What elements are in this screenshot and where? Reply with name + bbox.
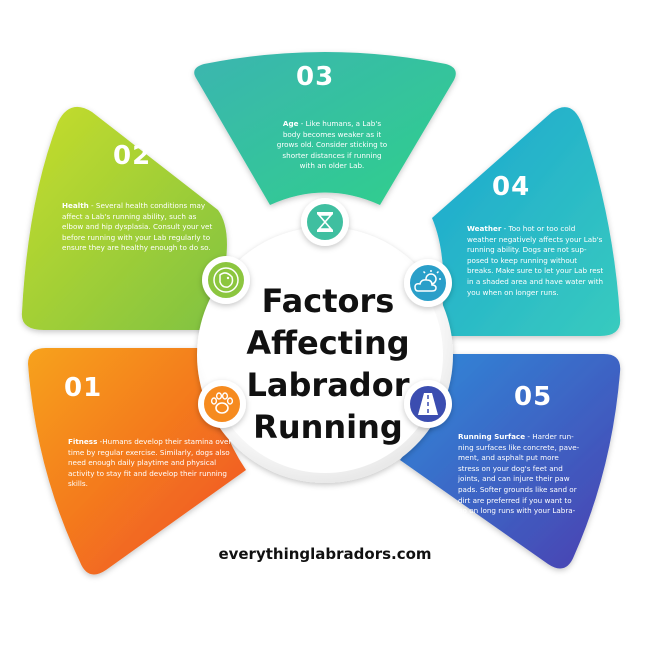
road-icon [404,380,452,428]
factor-line: shorter distances if running [282,150,382,160]
factor-text-03: Age - Like humans, a Lab's body becomes … [262,119,402,172]
factor-line: weather negatively affects your Lab's [467,234,603,244]
factor-text-02: Health - Several health conditions may a… [62,201,240,254]
petal-02 [21,106,227,330]
factor-heading-01: Fitness [68,437,98,446]
factor-line: stress on your dog's feet and [458,463,563,473]
factor-heading-04: Weather [467,224,502,233]
factor-line: ment, and asphalt put more [458,453,559,463]
title-line: Labrador [246,366,410,404]
source-website: everythinglabradors.com [218,545,432,563]
factor-line: -Humans develop their stamina over [97,437,232,446]
factor-number-02: 02 [113,141,152,171]
factor-text-01: Fitness -Humans develop their stamina ov… [68,437,246,490]
factor-line: ning surfaces like concrete, pave- [458,442,580,452]
factor-number-01: 01 [64,373,103,403]
factor-line: - Too hot or too cold [501,224,576,233]
factor-line: dirt are preferred if you want to [458,495,572,505]
factor-line: ensure they are healthy enough to do so. [62,243,211,253]
factor-line: - Like humans, a Lab's [298,119,382,128]
factor-text-05: Running Surface - Harder run- ning surfa… [458,432,608,527]
factor-heading-02: Health [62,201,89,210]
petal-03 [194,52,456,205]
title-line: Factors [261,282,395,320]
factor-line: affect a Lab's running ability, such as [62,211,197,221]
paw-icon [198,380,246,428]
factor-number-03: 03 [296,62,335,92]
factor-line: pads. Softer grounds like sand or [458,484,577,494]
factor-line: time by regular exercise. Similarly, dog… [68,447,230,457]
factor-line: - Harder run- [525,432,574,441]
factor-heading-05: Running Surface [458,432,526,441]
factor-line: elbow and hip dysplasia. Consult your ve… [62,222,213,232]
title-line: Affecting [246,324,410,362]
center-circle-inner [207,237,443,473]
sun-cloud-icon [404,259,452,307]
factor-line: with an older Lab. [299,161,365,171]
factor-number-04: 04 [492,172,531,202]
factor-line: breaks. Make sure to let your Lab rest [467,266,604,276]
factor-line: in a shaded area and have water with [467,276,604,286]
title-line: Running [253,408,403,446]
hourglass-icon [301,198,349,246]
factor-line: need enough daily playtime and physical [68,458,217,468]
factor-text-04: Weather - Too hot or too cold weather ne… [467,224,617,298]
petal-04 [432,107,621,336]
factor-heading-03: Age [282,119,299,128]
petal-05 [400,354,621,569]
factor-line: skills. [68,479,88,489]
factor-line: you when on longer runs. [467,287,559,297]
factor-line: go on long runs with your Labra- [458,506,576,516]
factor-line: - Several health conditions may [88,201,206,210]
factor-line: activity to stay fit and develop their r… [68,468,227,478]
factor-line: before running with your Lab regularly t… [62,232,211,242]
infographic-title: Factors Affecting Labrador Running [210,280,446,448]
factor-line: joints, and can injure their paw [458,474,570,484]
factor-line: body becomes weaker as it [282,129,382,139]
dog-health-icon [202,256,250,304]
factor-line: posed to keep running without [467,255,578,265]
factor-line: running ability. Dogs are not sup- [467,245,587,255]
factor-line: dor. [458,516,472,526]
petal-01 [28,348,246,575]
factor-line: grows old. Consider sticking to [276,140,388,150]
factor-number-05: 05 [514,382,553,412]
